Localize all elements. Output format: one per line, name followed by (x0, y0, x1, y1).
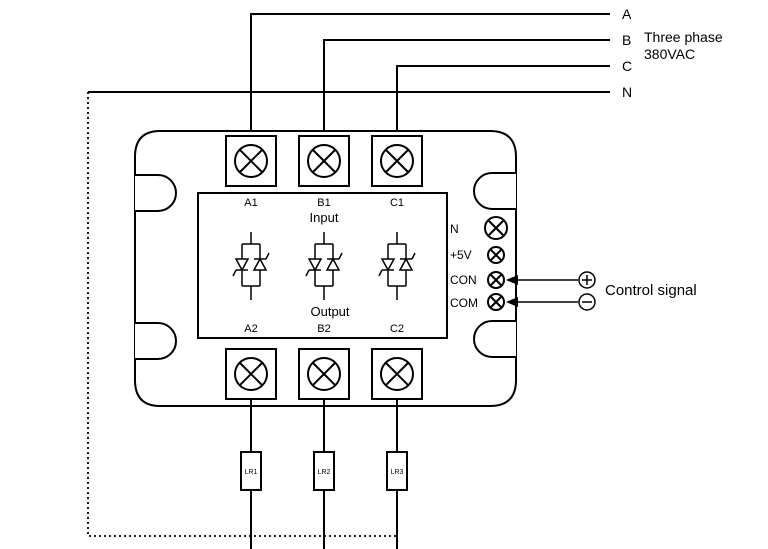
terminal-labels: A1 B1 C1 Input Output A2 B2 C2 (244, 197, 404, 335)
load-lr1-label: LR1 (245, 469, 258, 476)
input-label: Input (310, 210, 339, 225)
line-b-wire (323, 39, 610, 135)
control-5v-label: +5V (450, 248, 472, 262)
minus-icon (578, 293, 596, 311)
supply-label-line1: Three phase (644, 29, 723, 45)
load-resistor-icon (240, 451, 262, 491)
arrow-left-icon (506, 275, 518, 285)
terminal-b1 (298, 135, 350, 187)
supply-line-labels: A B C N Three phase 380VAC (622, 6, 723, 100)
ssr-module (134, 130, 517, 407)
control-n-terminal (484, 216, 508, 240)
line-c-wire (396, 65, 610, 135)
terminal-a1 (225, 135, 277, 187)
plus-icon (578, 271, 596, 289)
terminal-c1-label: C1 (390, 197, 404, 209)
supply-label-line2: 380VAC (644, 46, 695, 62)
control-con-terminal (487, 271, 505, 289)
load-lr2-label: LR2 (318, 469, 331, 476)
thyristor-phase-a (232, 232, 270, 300)
load-lr1: LR1 (240, 451, 262, 491)
input-terminal-blocks (225, 135, 423, 187)
terminal-c2 (371, 348, 423, 400)
line-a-wire (250, 13, 610, 135)
output-label: Output (310, 304, 349, 319)
control-con-label: CON (450, 273, 477, 287)
terminal-a1-label: A1 (244, 197, 257, 209)
terminal-a2-label: A2 (244, 323, 257, 335)
mounting-notch-top-right (473, 172, 516, 210)
load-lr3-label: LR3 (391, 469, 404, 476)
control-com-label: COM (450, 296, 478, 310)
terminal-c2-label: C2 (390, 323, 404, 335)
terminal-b1-label: B1 (317, 197, 330, 209)
load-lr2: LR2 (313, 451, 335, 491)
terminal-b2-label: B2 (317, 323, 330, 335)
control-signal-wires: Control signal (506, 271, 697, 311)
load-resistor-icon (313, 451, 335, 491)
line-b-label: B (622, 32, 631, 48)
neutral-return-wire (87, 92, 397, 537)
control-signal-label: Control signal (605, 282, 697, 299)
line-n-label: N (622, 84, 632, 100)
control-5v-terminal (487, 246, 505, 264)
output-terminal-blocks (225, 348, 423, 400)
load-resistor-icon (386, 451, 408, 491)
terminal-a2 (225, 348, 277, 400)
thyristor-phase-c (378, 232, 416, 300)
mounting-notch-top-left (135, 174, 177, 212)
line-a-label: A (622, 6, 632, 22)
arrow-left-icon (506, 297, 518, 307)
mounting-notch-bottom-left (135, 322, 177, 360)
load-wiring (250, 399, 398, 549)
control-terminals: N +5V CON COM (450, 216, 508, 311)
control-com-terminal (487, 293, 505, 311)
mounting-notch-bottom-right (473, 320, 516, 358)
terminal-c1 (371, 135, 423, 187)
control-n-label: N (450, 222, 459, 236)
thyristor-phase-b (305, 232, 343, 300)
load-lr3: LR3 (386, 451, 408, 491)
terminal-b2 (298, 348, 350, 400)
line-c-label: C (622, 58, 632, 74)
supply-lines (88, 13, 610, 135)
